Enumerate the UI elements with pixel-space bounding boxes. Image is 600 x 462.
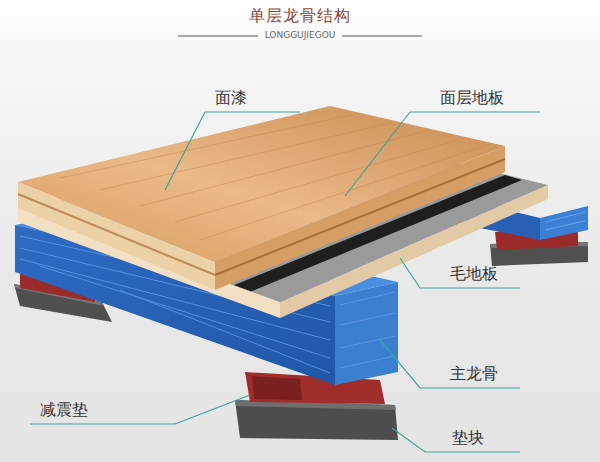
back-joist xyxy=(545,221,585,230)
back-joist xyxy=(545,212,585,222)
subtitle: LONGGUJIEGOU xyxy=(265,30,336,41)
main-joist xyxy=(340,356,395,368)
floor-board xyxy=(215,146,505,290)
main-joist xyxy=(335,282,398,385)
leader-line xyxy=(165,112,300,190)
callout-label: 减震垫 xyxy=(40,400,88,419)
leader-line xyxy=(380,340,520,388)
main-joist xyxy=(340,336,395,348)
damping-pad xyxy=(252,376,302,400)
callout-label: 毛地板 xyxy=(450,264,498,283)
floor-board xyxy=(60,113,360,178)
diagram-title: 单层龙骨结构 xyxy=(249,6,351,25)
floor-board xyxy=(100,122,395,190)
leader-line xyxy=(30,395,250,424)
floor-board xyxy=(18,106,505,290)
main-joist xyxy=(340,313,395,325)
leader-line xyxy=(345,112,540,196)
title-rule xyxy=(342,36,422,37)
title-rule xyxy=(178,36,258,37)
leader-line xyxy=(392,428,520,452)
leader-line xyxy=(400,258,520,288)
callout-label: 面漆 xyxy=(215,88,247,107)
main-joist xyxy=(340,292,395,305)
back-joist xyxy=(540,206,588,240)
callout-label: 主龙骨 xyxy=(450,364,498,383)
leader-line xyxy=(30,112,540,452)
floor-board xyxy=(18,194,215,275)
callout-label: 面层地板 xyxy=(440,88,504,107)
callout-label: 垫块 xyxy=(452,428,484,447)
base-block xyxy=(235,400,398,440)
floor-board xyxy=(18,182,215,290)
